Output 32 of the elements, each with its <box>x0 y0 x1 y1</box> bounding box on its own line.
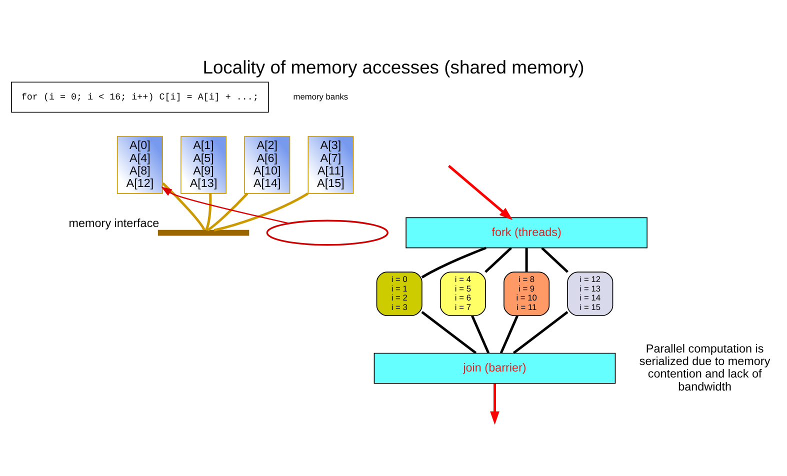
node-box: i = 12 i = 13 i = 14 i = 15 <box>567 271 614 316</box>
node-box: for (i = 0; i < 16; i++) C[i] = A[i] + ...; <box>11 81 269 112</box>
diagram-title: Locality of memory accesses (shared memory) <box>202 56 584 77</box>
connector <box>214 192 309 231</box>
connector <box>471 314 490 354</box>
node-box: i = 8 i = 9 i = 10 i = 11 <box>504 271 550 316</box>
connector <box>162 182 206 230</box>
connector <box>484 246 512 272</box>
node-box: A[2] A[6] A[10] A[14] <box>244 136 290 194</box>
node-label: memory interface <box>68 216 160 230</box>
node-box: A[1] A[5] A[9] A[13] <box>180 136 227 194</box>
connector <box>204 192 212 230</box>
connector <box>206 192 248 231</box>
arrow <box>490 383 500 424</box>
label: memory banks <box>293 90 348 101</box>
node-box: A[0] A[4] A[8] A[12] <box>116 136 163 194</box>
connector <box>500 314 519 354</box>
node-box: i = 4 i = 5 i = 6 i = 7 <box>440 271 486 316</box>
connector <box>525 247 528 272</box>
node-box: join (barrier) <box>374 352 616 384</box>
node-box: A[3] A[7] A[11] A[15] <box>308 136 354 194</box>
node-ellipse <box>266 219 388 246</box>
arrow <box>161 186 290 224</box>
connector <box>512 310 568 354</box>
arrow <box>448 164 513 220</box>
connector <box>421 310 477 354</box>
connector <box>541 246 569 272</box>
connector <box>421 246 487 278</box>
node-box: fork (threads) <box>406 216 648 248</box>
node-box: i = 0 i = 1 i = 2 i = 3 <box>376 271 422 316</box>
node-bar <box>158 229 250 236</box>
label: Parallel computation is serialized due to memory contention and lack of bandwidth <box>639 342 770 393</box>
